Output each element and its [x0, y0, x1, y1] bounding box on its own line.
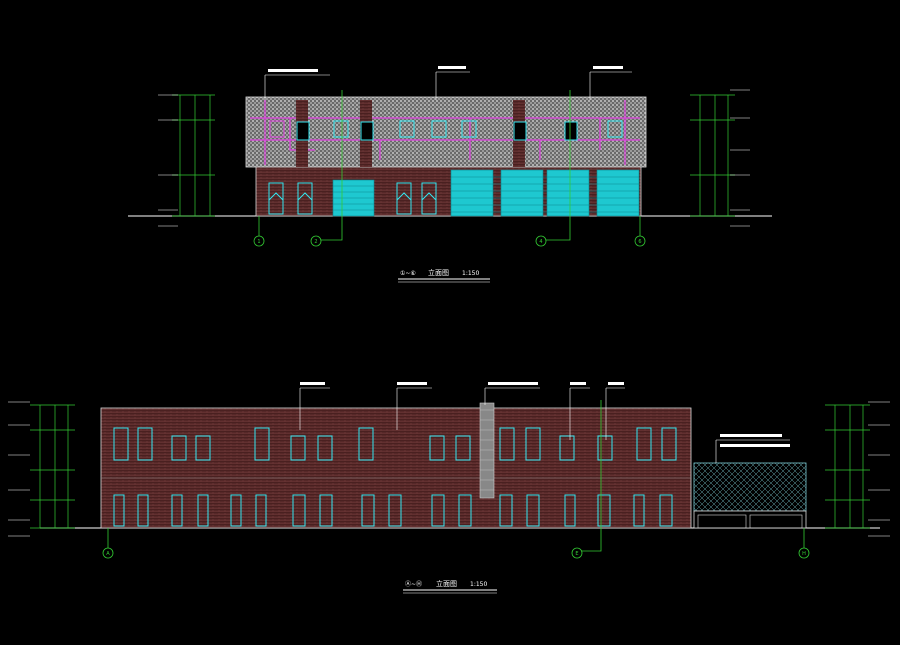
main-body [100, 407, 692, 529]
leader-text-marks [268, 66, 623, 72]
axis-label: E [575, 551, 578, 557]
elevation-bottom: A E H Ⓐ~Ⓗ 立面图 1:150 [8, 382, 890, 594]
elevation-marks-right [730, 89, 750, 227]
elevation-marks-left [8, 401, 30, 537]
leaders [299, 387, 790, 463]
title-bottom: Ⓐ~Ⓗ 立面图 1:150 [403, 579, 497, 594]
accent-lines [250, 100, 640, 165]
title-text: 立面图 [436, 579, 457, 588]
stair-tower [479, 402, 495, 499]
scale-text: 1:150 [462, 270, 479, 277]
upper-windows [269, 120, 623, 141]
axis-label: A [106, 551, 110, 557]
dimension-right [690, 94, 735, 217]
leader-text-marks [300, 382, 790, 447]
axis-bubbles [253, 235, 646, 247]
axis-label: H [802, 551, 806, 557]
elevation-marks-right [868, 401, 890, 537]
axis-label: 6 [638, 239, 641, 245]
lower-windows [113, 494, 673, 527]
dimension-left [30, 404, 75, 529]
glass-annex [693, 462, 807, 512]
title-top: ①~⑥ 立面图 1:150 [398, 268, 490, 283]
axis-bubbles [102, 547, 810, 559]
title-text: 立面图 [428, 268, 449, 277]
title-mark: ①~⑥ [400, 270, 416, 277]
axis-label: 2 [314, 239, 317, 245]
elevation-marks-left [158, 94, 178, 227]
axis-label: 1 [257, 239, 260, 245]
leaders [264, 71, 632, 100]
dimension-left [172, 94, 215, 217]
section-lines [258, 90, 641, 241]
title-mark: Ⓐ~Ⓗ [405, 580, 422, 588]
upper-windows [113, 427, 677, 461]
lower-openings [268, 182, 437, 215]
axis-label: 4 [539, 239, 542, 245]
section-lines [107, 400, 805, 552]
dimension-right [825, 404, 870, 529]
elevation-top: 1 2 4 6 ①~⑥ 立面图 1:150 [128, 66, 772, 283]
scale-text: 1:150 [470, 581, 487, 588]
